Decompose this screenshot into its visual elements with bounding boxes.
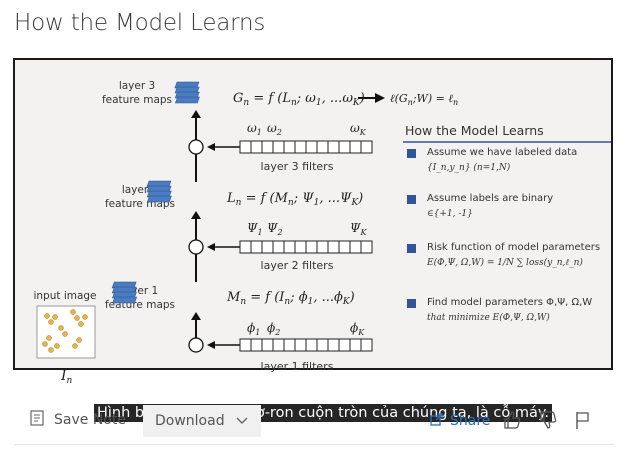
filter-cell xyxy=(349,338,362,352)
bullet-text: Assume we have labeled data xyxy=(427,147,577,158)
filter-cell xyxy=(294,140,307,154)
filter-weight-label: ω2 xyxy=(267,121,282,137)
bullet-text: Find model parameters Φ,Ψ, Ω,W xyxy=(427,297,592,308)
filter-weight-label: Ψ1 xyxy=(247,221,263,237)
filter-cell xyxy=(360,240,373,254)
share-icon xyxy=(430,412,444,430)
equation-layer1: Mn = f (In; ϕ1, ...ϕK) xyxy=(226,290,355,307)
filter-cell xyxy=(294,338,307,352)
input-image xyxy=(36,305,96,359)
filter-cell xyxy=(261,240,274,254)
filter-weight-label: ϕ1 xyxy=(247,321,260,337)
filter-cell xyxy=(305,140,318,154)
bullet-square xyxy=(407,244,416,253)
layer1-filter-bar xyxy=(239,338,373,352)
layer3-feature-maps-icon xyxy=(174,81,200,104)
bullet-subtext: ∈{+1, -1} xyxy=(427,209,473,219)
equation-layer2: Ln = f (Mn; Ψ1, ...ΨK) xyxy=(226,191,363,208)
layer3-filter-bar xyxy=(239,140,373,154)
input-variable: In xyxy=(60,368,73,386)
download-dropdown[interactable]: Download xyxy=(143,405,261,437)
divider xyxy=(14,444,614,445)
bullet-square xyxy=(407,149,416,158)
filter-cell xyxy=(327,338,340,352)
filter-cell xyxy=(250,240,263,254)
bullet-subtext: {I_n,y_n} (n=1,N) xyxy=(427,162,511,173)
bullet-subtext: E(Φ,Ψ, Ω,W) = 1/N ∑ loss(y_n,ℓ_n) xyxy=(426,257,583,268)
flow-arrows xyxy=(188,114,204,353)
filter-cell xyxy=(283,240,296,254)
filter-cell xyxy=(239,240,252,254)
layer1-filters-label: layer 1 filters xyxy=(261,360,334,373)
share-button[interactable]: Share xyxy=(430,412,490,430)
filter-cell xyxy=(261,140,274,154)
filter-weight-label: ϕ2 xyxy=(267,321,280,337)
filter-cell xyxy=(327,240,340,254)
filter-cell xyxy=(327,140,340,154)
bullet-text: Risk function of model parameters xyxy=(427,242,600,253)
layer2-filter-bar xyxy=(239,240,373,254)
filter-weight-label: Ψ2 xyxy=(267,221,283,237)
filter-cell xyxy=(338,140,351,154)
filter-cell xyxy=(294,240,307,254)
layer2-feature-maps-icon xyxy=(146,180,172,203)
filter-cell xyxy=(338,338,351,352)
page-title: How the Model Learns xyxy=(14,10,266,36)
filter-weight-label: ω1 xyxy=(247,121,262,137)
filter-cell xyxy=(316,338,329,352)
flag-icon xyxy=(574,412,592,434)
flag-button[interactable] xyxy=(574,410,592,434)
bullet-subtext: that minimize E(Φ,Ψ, Ω,W) xyxy=(427,312,550,323)
filter-cell xyxy=(250,140,263,154)
like-button[interactable] xyxy=(502,410,522,434)
filter-cell xyxy=(360,140,373,154)
equation-layer3: Gn = f (Ln; ω1, ...ωK) xyxy=(233,91,365,108)
filter-cell xyxy=(349,140,362,154)
bullet-text: Assume labels are binary xyxy=(427,193,553,204)
filter-cell xyxy=(250,338,263,352)
save-note-button[interactable]: Save Note xyxy=(30,410,126,430)
thumbs-down-icon xyxy=(538,411,558,434)
filter-cell xyxy=(305,240,318,254)
bullet-square xyxy=(407,195,416,204)
input-image-label: input image xyxy=(33,290,96,302)
filter-cell xyxy=(239,140,252,154)
share-label: Share xyxy=(450,413,491,429)
filter-weight-label: ωK xyxy=(350,121,367,137)
filter-weight-label: ΨK xyxy=(350,221,368,237)
filter-cell xyxy=(261,338,274,352)
filter-cell xyxy=(283,140,296,154)
download-label: Download xyxy=(155,413,225,429)
filter-cell xyxy=(305,338,318,352)
filter-weight-label: ϕK xyxy=(350,321,365,337)
layer3-filters-label: layer 3 filters xyxy=(261,160,334,173)
bullet-square xyxy=(407,299,416,308)
filter-cell xyxy=(316,240,329,254)
thumbs-up-icon xyxy=(502,411,522,434)
filter-cell xyxy=(360,338,373,352)
note-icon xyxy=(30,410,44,430)
filter-cell xyxy=(316,140,329,154)
filter-cell xyxy=(272,140,285,154)
bullet-list: Assume we have labeled data {I_n,y_n} (n=… xyxy=(407,147,600,323)
layer2-filters-label: layer 2 filters xyxy=(261,259,334,272)
layer1-feature-maps-icon xyxy=(111,281,138,304)
loss-equation: ℓ(Gn;W) = ℓn xyxy=(390,92,458,107)
filter-cell xyxy=(349,240,362,254)
save-note-label: Save Note xyxy=(54,412,126,428)
filter-cell xyxy=(338,240,351,254)
chevron-down-icon xyxy=(235,413,249,431)
filter-cell xyxy=(272,338,285,352)
filter-cell xyxy=(272,240,285,254)
toolbar: Save Note Download Share xyxy=(14,402,614,442)
filter-cell xyxy=(239,338,252,352)
panel-title: How the Model Learns xyxy=(405,123,544,138)
filter-cell xyxy=(283,338,296,352)
dislike-button[interactable] xyxy=(538,410,558,434)
